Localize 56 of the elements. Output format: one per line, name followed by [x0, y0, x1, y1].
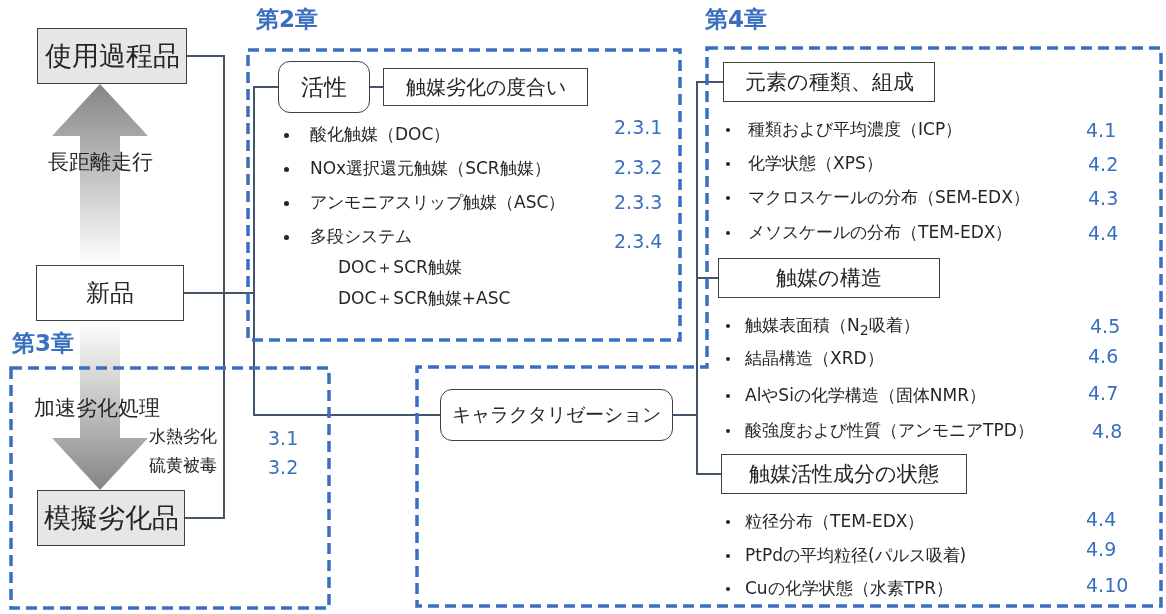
category-box: 触媒活性成分の状態	[721, 454, 967, 494]
section-number: 3.2	[268, 456, 299, 480]
list-item: Cuの化学状態（水素TPR）	[745, 578, 954, 600]
section-number: 4.5	[1090, 315, 1121, 339]
chapter-region	[8, 330, 332, 612]
list-item: アンモニアスリップ触媒（ASC）	[310, 192, 566, 214]
section-number: 4.4	[1088, 222, 1119, 246]
section-number: 2.3.1	[614, 116, 663, 140]
section-number: 3.1	[268, 427, 299, 451]
section-number: 4.2	[1088, 153, 1119, 177]
section-number: 4.1	[1086, 119, 1117, 143]
property-box: 活性	[278, 61, 370, 113]
chapter-region	[246, 6, 682, 342]
chapter-heading: 第3章	[12, 330, 74, 358]
section-number: 2.3.4	[614, 230, 663, 254]
section-number: 4.6	[1088, 345, 1119, 369]
list-item: DOC＋SCR触媒	[338, 257, 462, 279]
chapter-heading: 第4章	[705, 6, 767, 34]
section-number: 4.8	[1092, 420, 1123, 444]
category-box: 触媒の構造	[718, 258, 940, 298]
list-item: AlやSiの化学構造（固体NMR）	[745, 385, 987, 407]
connector-line	[183, 292, 441, 416]
sample-box: 新品	[36, 265, 184, 321]
list-item: 結晶構造（XRD）	[745, 348, 884, 370]
section-number: 4.7	[1088, 382, 1119, 406]
section-number: 4.9	[1086, 538, 1117, 562]
section-number: 2.3.3	[614, 191, 663, 215]
list-item: マクロスケールの分布（SEM-EDX）	[748, 187, 1030, 209]
list-item: 化学状態（XPS）	[748, 153, 883, 175]
list-item: 酸化触媒（DOC）	[310, 124, 451, 146]
edge-label: 長距離走行	[48, 150, 153, 176]
list-item: メソスケールの分布（TEM-EDX）	[748, 222, 1013, 244]
sample-box: 使用過程品	[37, 28, 187, 84]
connector-line	[184, 55, 225, 519]
list-item: 多段システム	[310, 226, 412, 248]
section-number: 2.3.2	[614, 156, 663, 180]
list-item: 水熱劣化	[149, 426, 217, 448]
list-item: 硫黄被毒	[149, 455, 217, 477]
list-item: 触媒表面積（N$_{2}$吸着）	[745, 315, 920, 341]
list-item: 酸強度および性質（アンモニアTPD）	[745, 420, 1034, 442]
chapter-heading: 第2章	[256, 6, 318, 34]
list-item: PtPdの平均粒径(パルス吸着)	[745, 545, 967, 567]
process-box: キャラクタリゼーション	[440, 389, 673, 441]
edge-label: 加速劣化処理	[34, 396, 160, 422]
list-item: 粒径分布（TEM-EDX）	[745, 511, 925, 533]
category-box: 触媒劣化の度合い	[383, 68, 588, 106]
list-item: DOC＋SCR触媒+ASC	[338, 288, 511, 310]
connector-line	[672, 414, 722, 475]
sample-box: 模擬劣化品	[37, 490, 185, 546]
list-item: 種類および平均濃度（ICP）	[748, 119, 963, 141]
section-number: 4.10	[1086, 574, 1129, 598]
connector-line	[369, 86, 384, 88]
section-number: 4.4	[1086, 508, 1117, 532]
list-item: NOx選択還元触媒（SCR触媒）	[310, 158, 551, 180]
section-number: 4.3	[1088, 187, 1119, 211]
category-box: 元素の種類、組成	[723, 62, 935, 102]
